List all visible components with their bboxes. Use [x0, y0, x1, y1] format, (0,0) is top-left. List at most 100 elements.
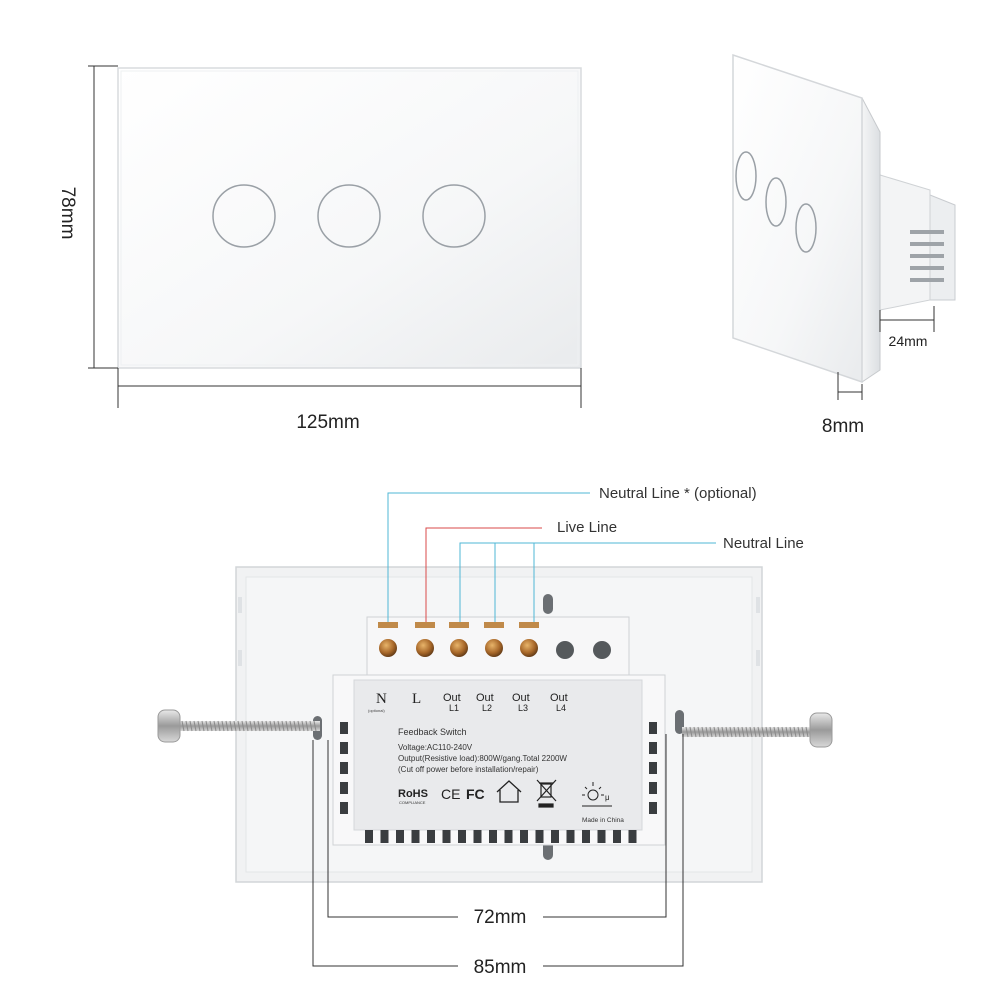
vent-slot	[489, 830, 497, 843]
made-in: Made in China	[582, 817, 624, 824]
screw-thread	[777, 726, 781, 738]
screw-thread	[189, 720, 193, 732]
screw-thread	[773, 726, 777, 738]
spec-voltage: Voltage:AC110-240V	[398, 743, 473, 752]
vent-slot	[380, 830, 389, 843]
house-icon	[496, 780, 522, 803]
width-label: 125mm	[296, 412, 359, 433]
back-view: N (optional) L Out L1 Out L2 Out L3 Out …	[157, 485, 833, 978]
module-vents-bottom	[365, 830, 637, 843]
screw-thread	[693, 726, 697, 738]
vent-slot	[442, 830, 451, 843]
screw-thread	[289, 720, 293, 732]
vent-slot	[396, 830, 404, 843]
screw-thread	[237, 720, 241, 732]
front-panel-inner-edge	[120, 70, 579, 366]
vent-slot	[504, 830, 513, 843]
side-vent-slots	[910, 230, 944, 282]
screw-thread	[185, 720, 189, 732]
vent-slot	[473, 830, 482, 843]
vent-slot	[365, 830, 373, 843]
spec-label	[353, 679, 643, 831]
height-dimension-line	[88, 65, 118, 369]
spec-warning: (Cut off power before installation/repai…	[398, 765, 539, 774]
vent-slot	[628, 830, 637, 843]
screw-thread	[245, 720, 249, 732]
screw-thread	[685, 726, 689, 738]
terminal-screws	[379, 639, 611, 659]
screw-thread	[801, 726, 805, 738]
screw-thread	[229, 720, 233, 732]
screw-thread	[201, 720, 205, 732]
touch-button-3[interactable]	[422, 184, 486, 248]
terminal-l3: L3	[518, 703, 528, 713]
screw-thread	[309, 720, 313, 732]
screw-thread	[749, 726, 753, 738]
screw-thread	[293, 720, 297, 732]
screw-thread	[301, 720, 305, 732]
screw-thread	[709, 726, 713, 738]
front-view: 78mm 125mm	[57, 65, 582, 433]
screw-thread	[249, 720, 253, 732]
screw-thread	[269, 720, 273, 732]
touch-button-2[interactable]	[317, 184, 381, 248]
right-mounting-screw	[682, 712, 833, 748]
module-vents-left	[340, 722, 348, 814]
product-name: Feedback Switch	[398, 727, 467, 737]
screw-thread	[737, 726, 741, 738]
inner-width-dimension	[327, 734, 667, 918]
vent-slot	[551, 830, 559, 843]
side-touch-button-1	[735, 151, 757, 201]
live-wire	[425, 527, 542, 622]
screw-thread	[265, 720, 269, 732]
screw-thread	[701, 726, 705, 738]
terminal-l2: L2	[482, 703, 492, 713]
outer-width-label: 85mm	[474, 957, 527, 978]
vent-slot	[582, 830, 590, 843]
screw-thread	[805, 726, 809, 738]
vent-slot	[613, 830, 621, 843]
neutral-wire	[459, 542, 716, 622]
screw-thread	[217, 720, 221, 732]
side-panel-edge	[861, 97, 881, 383]
screw-thread	[241, 720, 245, 732]
terminal-n-optional: (optional)	[368, 708, 385, 713]
screw-thread	[797, 726, 801, 738]
depth-label: 24mm	[889, 333, 928, 349]
vent-slot	[597, 830, 606, 843]
inner-width-label: 72mm	[474, 907, 527, 928]
screw-thread	[721, 726, 725, 738]
height-label: 78mm	[57, 187, 78, 240]
terminal-out-3: Out	[512, 692, 530, 704]
screw-thread	[781, 726, 785, 738]
screw-thread	[793, 726, 797, 738]
module-vents-right	[649, 722, 657, 814]
rohs-compliance: COMPLIANCE	[399, 800, 426, 805]
screw-thread	[741, 726, 745, 738]
screw-thread	[205, 720, 209, 732]
screw-thread	[233, 720, 237, 732]
thickness-dimension-line	[837, 372, 863, 400]
screw-thread	[253, 720, 257, 732]
screw-thread	[213, 720, 217, 732]
spec-output: Output(Resistive load):800W/gang.Total 2…	[398, 754, 567, 763]
neutral-line-label: Neutral Line	[723, 535, 804, 552]
thickness-label: 8mm	[822, 416, 864, 437]
live-line-label: Live Line	[557, 519, 617, 536]
touch-button-1[interactable]	[212, 184, 276, 248]
neutral-optional-label: Neutral Line * (optional)	[599, 485, 757, 502]
screw-thread	[729, 726, 733, 738]
screw-thread	[713, 726, 717, 738]
screw-thread	[705, 726, 709, 738]
screw-thread	[745, 726, 749, 738]
terminal-l4: L4	[556, 703, 566, 713]
screw-thread	[717, 726, 721, 738]
terminal-l: L	[412, 691, 421, 707]
vent-slot	[411, 830, 420, 843]
vent-slot	[566, 830, 575, 843]
fc-mark: FC	[466, 786, 485, 802]
screw-thread	[689, 726, 693, 738]
left-mounting-screw	[157, 709, 320, 743]
screw-thread	[181, 720, 185, 732]
crossed-bin-icon	[536, 779, 557, 808]
